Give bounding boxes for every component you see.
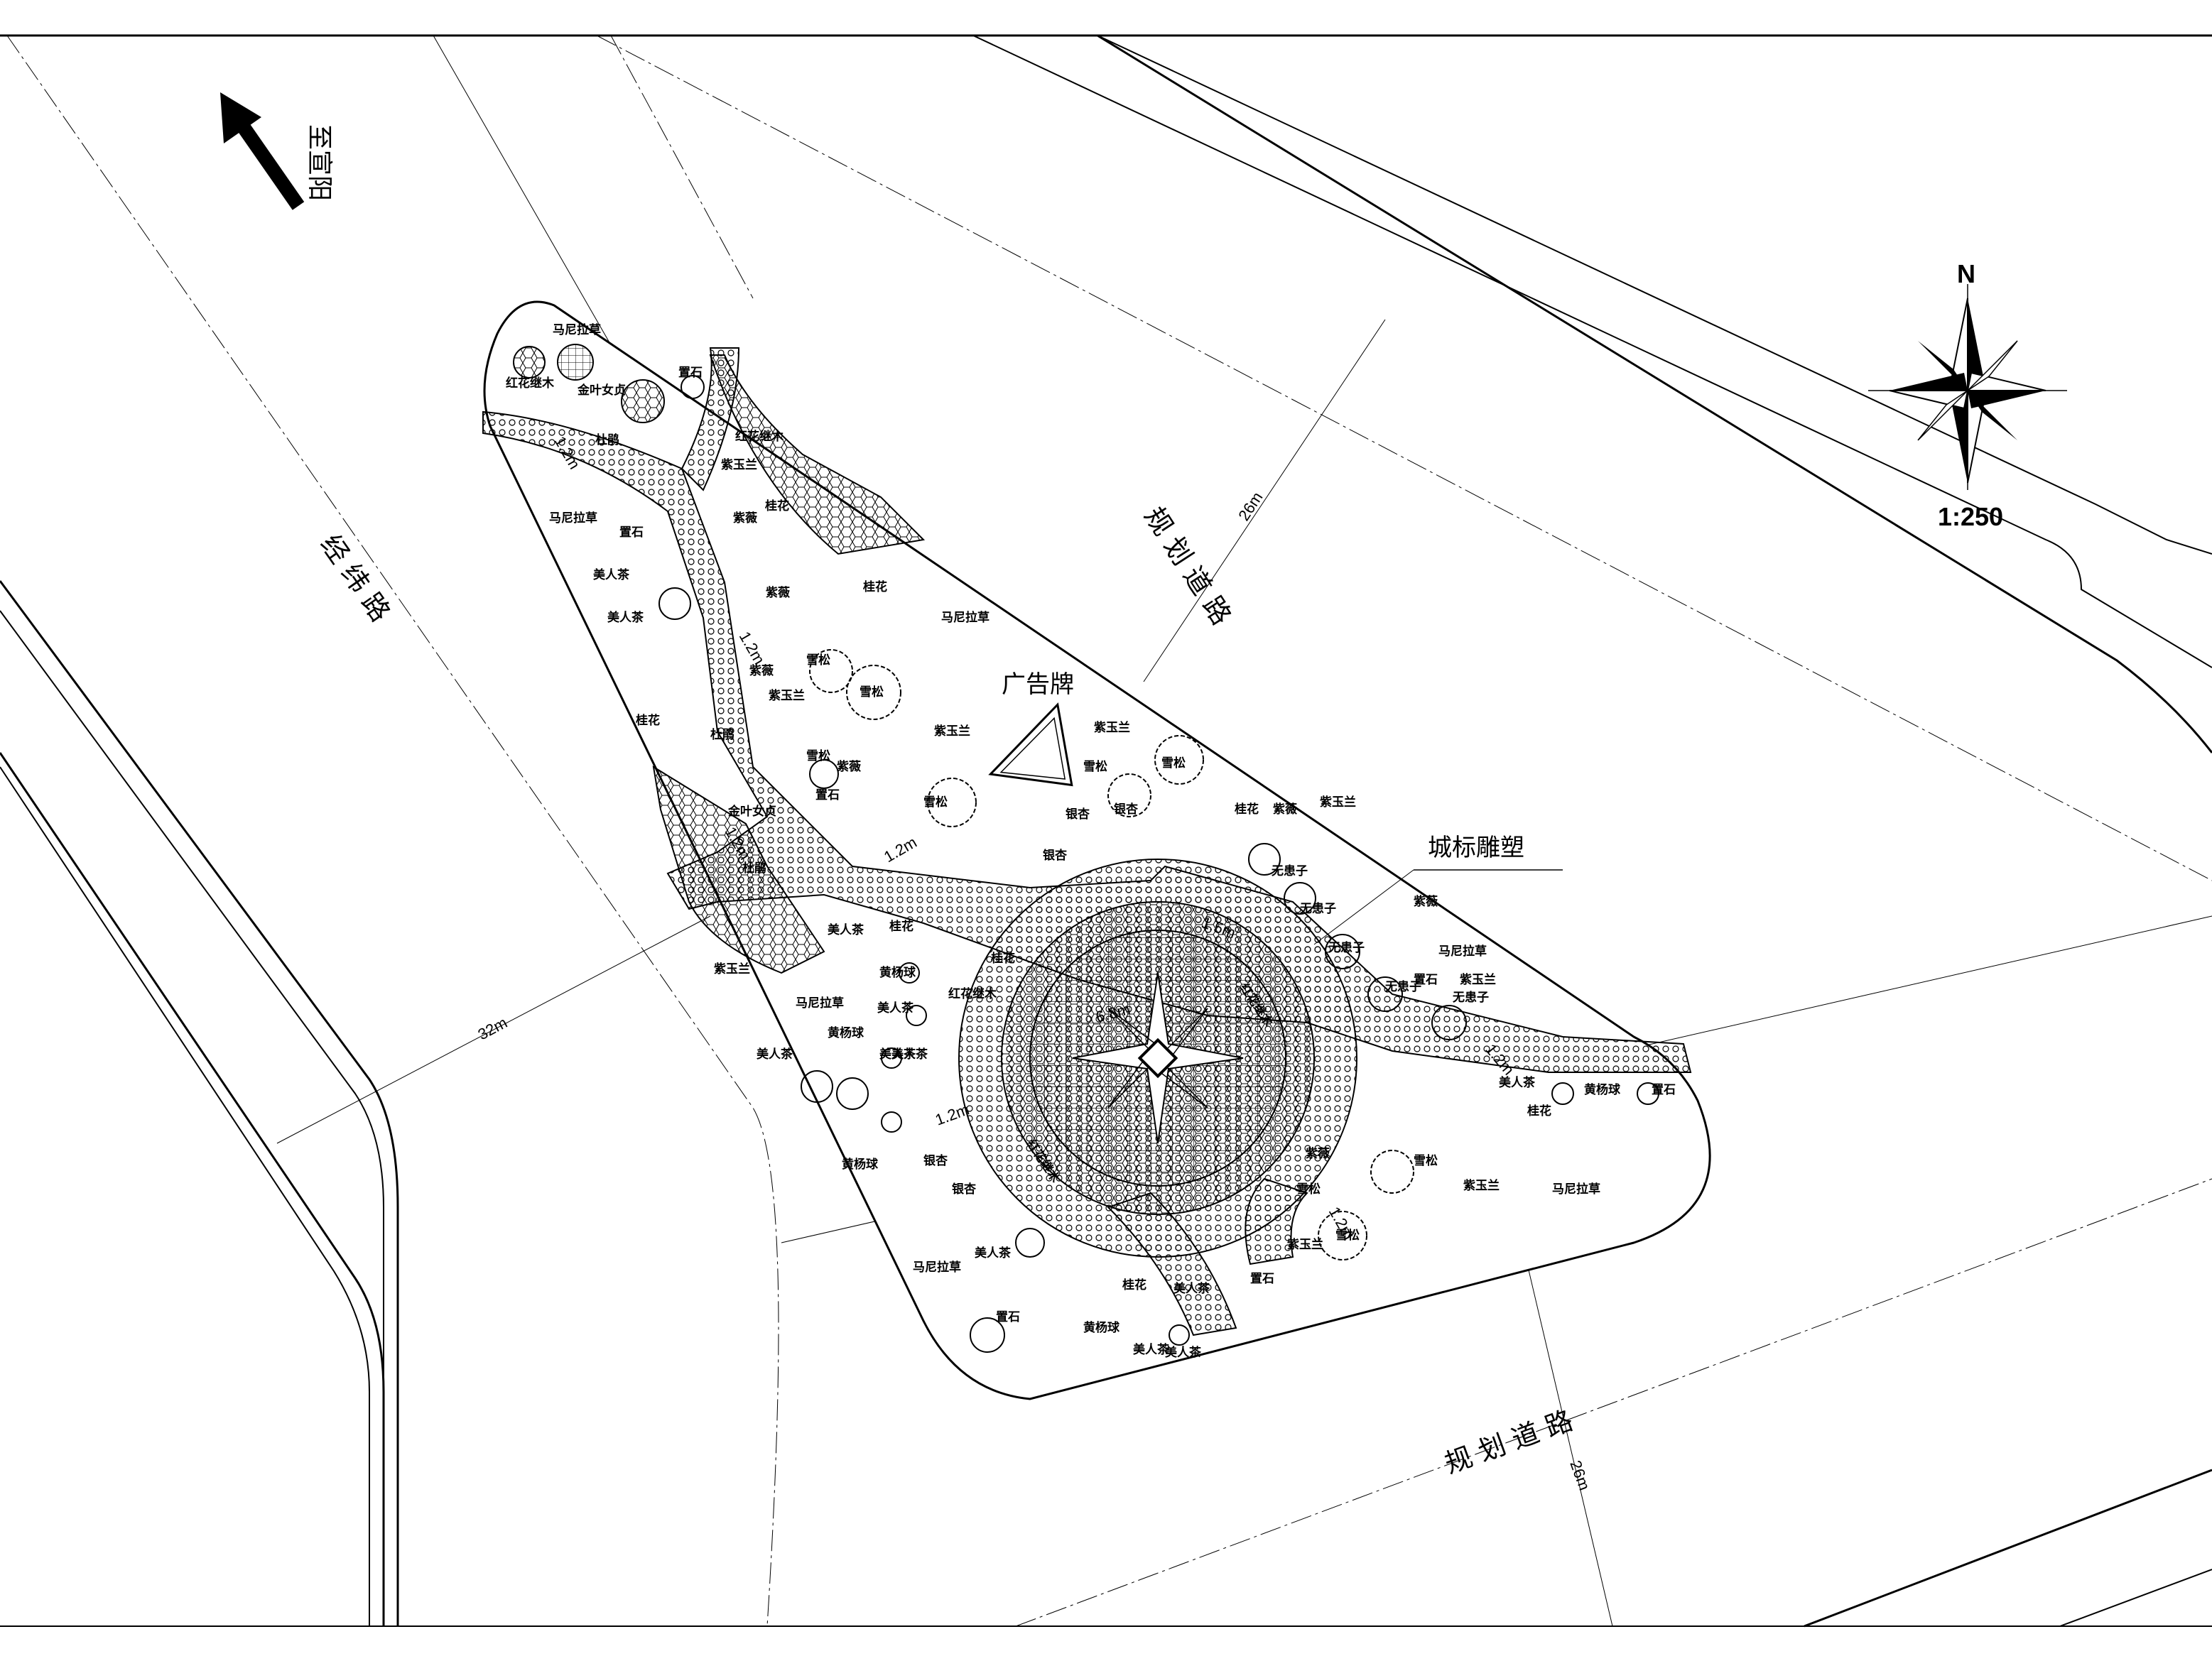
plant-label: 置石 bbox=[1414, 973, 1438, 987]
plant-label: 黄杨球 bbox=[1083, 1320, 1120, 1335]
central-plaza bbox=[958, 859, 1357, 1258]
plant-label: 紫玉兰 bbox=[934, 724, 970, 739]
plant-label: 银杏 bbox=[923, 1153, 948, 1168]
plant-label: 杜鹃 bbox=[595, 432, 619, 447]
plant-label: 无患子 bbox=[1384, 980, 1421, 994]
plant-label: 雪松 bbox=[1296, 1182, 1321, 1197]
plant-label: 黄杨球 bbox=[842, 1157, 879, 1172]
plant-label: 马尼拉草 bbox=[1438, 944, 1487, 959]
plant-label: 紫玉兰 bbox=[721, 457, 757, 472]
plant-label: 红花继木 bbox=[948, 986, 997, 1001]
plant-label: 银杏 bbox=[1043, 848, 1067, 863]
plant-label: 紫玉兰 bbox=[1463, 1178, 1500, 1193]
plant-label: 紫玉兰 bbox=[1320, 795, 1356, 810]
plant-label: 雪松 bbox=[806, 748, 830, 763]
plant-label: 桂花 bbox=[862, 579, 887, 594]
plant-label: 银杏 bbox=[952, 1182, 976, 1197]
compass-rose: N 1:250 bbox=[1868, 259, 2067, 531]
plant-label: 雪松 bbox=[1161, 756, 1186, 770]
plant-label: 桂花 bbox=[1234, 802, 1259, 817]
plant-label: 紫薇 bbox=[766, 585, 790, 600]
plant-label: 置石 bbox=[619, 525, 644, 540]
plant-label: 桂花 bbox=[635, 713, 660, 728]
plant-label: 红花继木 bbox=[735, 429, 784, 444]
plant-label: 紫玉兰 bbox=[1460, 972, 1496, 987]
billboard-label: 广告牌 bbox=[1002, 670, 1074, 699]
west-road bbox=[0, 35, 779, 1627]
plant-label: 雪松 bbox=[1083, 759, 1107, 774]
plant-label: 美人茶 bbox=[891, 1047, 928, 1062]
plant-label: 紫玉兰 bbox=[714, 962, 750, 976]
direction-label: 至宣阳 bbox=[305, 124, 334, 201]
plant-label: 银杏 bbox=[1066, 807, 1090, 822]
north-label: N bbox=[1957, 259, 1975, 288]
plant-label: 雪松 bbox=[1414, 1153, 1438, 1168]
plant-label: 桂花 bbox=[764, 499, 789, 513]
plant-label: 杜鹃 bbox=[742, 861, 766, 876]
plant-label: 马尼拉草 bbox=[796, 996, 844, 1011]
plant-label: 无患子 bbox=[1328, 941, 1365, 955]
plant-label: 雪松 bbox=[1335, 1228, 1360, 1243]
scale-label: 1:250 bbox=[1938, 502, 2003, 531]
plant-label: 马尼拉草 bbox=[553, 322, 601, 337]
plant-label: 杜鹃 bbox=[710, 727, 734, 742]
plant-label: 雪松 bbox=[860, 685, 884, 699]
plant-label: 金叶女贞 bbox=[727, 804, 776, 819]
plant-label: 美人茶 bbox=[1173, 1281, 1210, 1296]
plant-label: 美人茶 bbox=[975, 1246, 1012, 1260]
plant-label: 置石 bbox=[1652, 1083, 1676, 1097]
plant-label: 紫薇 bbox=[1273, 802, 1297, 817]
plant-label: 黄杨球 bbox=[1584, 1082, 1621, 1097]
plant-label: 马尼拉草 bbox=[549, 511, 597, 525]
direction-arrow-icon: 至宣阳 bbox=[220, 92, 334, 210]
plant-label: 美人茶 bbox=[828, 922, 864, 937]
plant-label: 雪松 bbox=[806, 653, 830, 668]
plant-label: 置石 bbox=[996, 1310, 1020, 1324]
plant-label: 无患子 bbox=[1452, 991, 1489, 1005]
plant-label: 置石 bbox=[815, 788, 840, 802]
plant-label: 红花继木 bbox=[506, 376, 555, 391]
plant-label: 紫玉兰 bbox=[1094, 720, 1130, 735]
plant-label: 无患子 bbox=[1299, 902, 1336, 916]
plant-label: 紫薇 bbox=[837, 759, 861, 774]
sculpture-label: 城标雕塑 bbox=[1428, 834, 1524, 862]
plant-label: 美人茶 bbox=[877, 1001, 914, 1015]
plant-label: 无患子 bbox=[1271, 864, 1308, 878]
plant-label: 美人茶 bbox=[593, 567, 630, 582]
plant-label: 桂花 bbox=[1527, 1104, 1551, 1118]
plant-label: 美人茶 bbox=[1133, 1342, 1170, 1357]
plant-label: 美人茶 bbox=[757, 1047, 793, 1062]
plant-label: 马尼拉草 bbox=[913, 1260, 961, 1275]
plant-label: 紫玉兰 bbox=[769, 688, 805, 703]
plant-label: 黄杨球 bbox=[879, 965, 916, 980]
plant-label: 桂花 bbox=[1122, 1278, 1146, 1292]
plant-label: 马尼拉草 bbox=[1552, 1182, 1600, 1197]
plant-label: 紫薇 bbox=[749, 663, 774, 678]
plant-label: 桂花 bbox=[889, 919, 913, 934]
tree-symbols bbox=[513, 344, 1659, 1353]
plant-label: 置石 bbox=[678, 366, 703, 380]
plant-label: 置石 bbox=[1250, 1272, 1274, 1286]
plant-label: 紫玉兰 bbox=[1287, 1237, 1323, 1252]
plant-label: 马尼拉草 bbox=[941, 610, 990, 625]
plant-label: 黄杨球 bbox=[828, 1025, 864, 1040]
plant-label: 桂花 bbox=[990, 951, 1015, 966]
plant-label: 紫薇 bbox=[1414, 894, 1438, 909]
plant-label: 美人茶 bbox=[1165, 1345, 1202, 1360]
plant-label: 美人茶 bbox=[879, 1047, 916, 1062]
plant-label: 紫薇 bbox=[1306, 1146, 1330, 1161]
plant-label: 紫薇 bbox=[733, 511, 757, 525]
plant-label: 美人茶 bbox=[607, 610, 644, 625]
northeast-road bbox=[596, 34, 2212, 881]
plant-label: 金叶女贞 bbox=[577, 383, 626, 398]
plant-label: 雪松 bbox=[923, 795, 948, 810]
plant-label: 银杏 bbox=[1114, 802, 1138, 817]
billboard-triangle bbox=[988, 702, 1073, 787]
plant-label: 美人茶 bbox=[1499, 1075, 1536, 1090]
